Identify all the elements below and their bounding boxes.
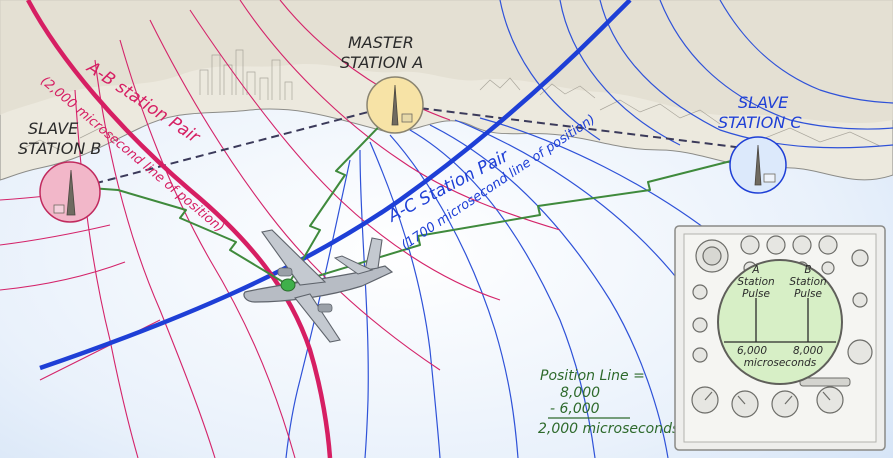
coastline: [0, 0, 893, 181]
signal-to-slave-c: [287, 159, 736, 286]
scope-value-a: 6,000: [737, 345, 767, 357]
calc-second: - 6,000: [550, 401, 600, 417]
slave-c-label-line2: STATION C: [718, 113, 802, 132]
calc-heading: Position Line =: [540, 368, 645, 384]
signal-to-master: [287, 109, 396, 286]
baselines: [69, 104, 761, 191]
pulse-b-label-1: B: [804, 264, 811, 276]
master-label-line2: STATION A: [340, 53, 423, 72]
calc-result: 2,000 microseconds: [538, 421, 679, 437]
airplane: [243, 229, 394, 343]
slave-station-c-marker: [729, 136, 787, 194]
pulse-b-label-3: Pulse: [794, 288, 822, 300]
city-buildings: [19, 49, 881, 151]
ab-line-of-position: [26, 0, 333, 458]
slave-b-label-line1: SLAVE: [28, 119, 79, 138]
loran-receiver: A Station Pulse B Station Pulse 6,000 8,…: [674, 225, 886, 451]
signal-to-slave-b: [89, 187, 289, 286]
radio-signals: [89, 109, 736, 286]
baseline-a-c: [394, 104, 761, 151]
pulse-a-label-1: A: [751, 264, 759, 276]
slave-b-label-line2: STATION B: [18, 139, 101, 158]
aircraft-position-dot: [280, 278, 296, 292]
calc-first: 8,000: [560, 385, 600, 401]
baseline-a-b: [69, 104, 396, 191]
master-station-a-marker: [366, 76, 424, 134]
pulse-a-label-3: Pulse: [742, 288, 770, 300]
pulse-b-label-2: Station: [789, 276, 826, 288]
slave-c-label-line1: SLAVE: [738, 93, 789, 112]
oscilloscope-screen: [717, 259, 843, 385]
master-label-line1: MASTER: [348, 33, 414, 52]
scope-unit: microseconds: [744, 357, 817, 369]
position-line-calculation: Position Line = 8,000 - 6,000 2,000 micr…: [538, 368, 679, 437]
pulse-a-label-2: Station: [737, 276, 774, 288]
scope-value-b: 8,000: [793, 345, 823, 357]
ac-line-of-position: [39, 0, 632, 371]
slave-station-b-marker: [39, 161, 101, 223]
